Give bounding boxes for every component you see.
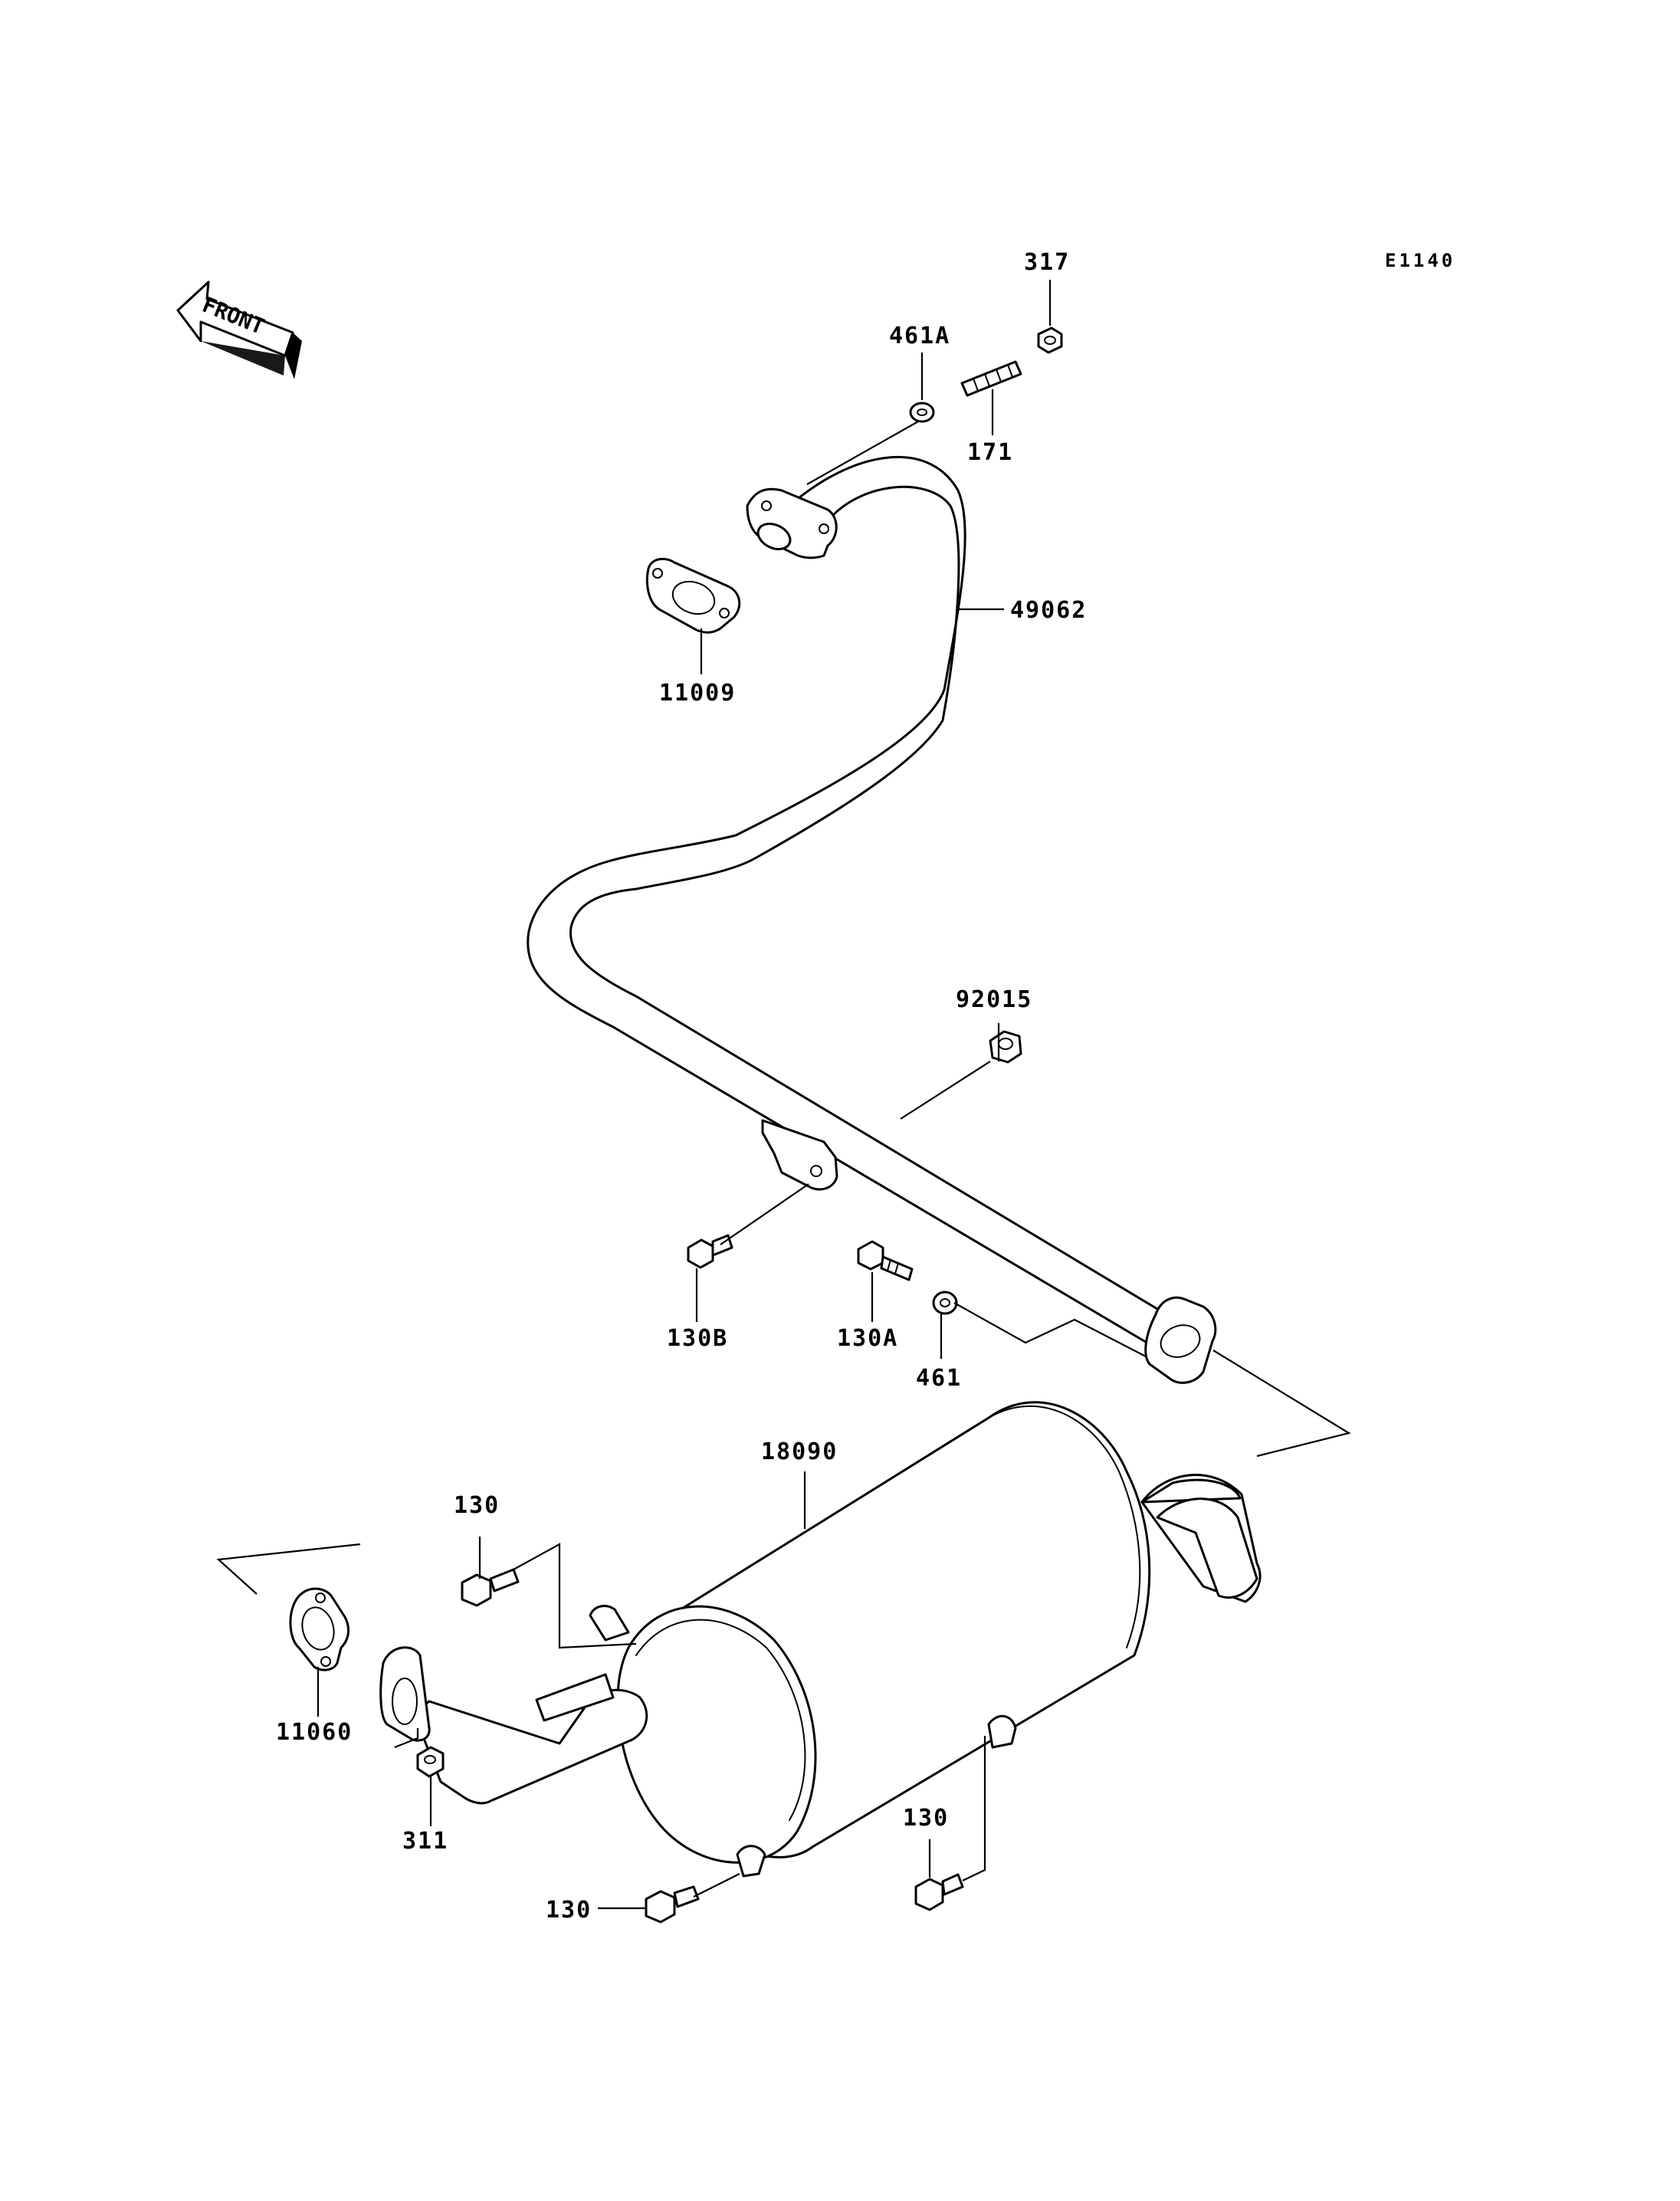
label-11009: 11009: [659, 680, 736, 707]
callout-labels: 317 461A 171 49062 11009 92015 130B 130A…: [276, 249, 1087, 1924]
washer-461a: [909, 402, 935, 423]
reference-code: E1140: [1385, 250, 1455, 271]
label-130b: 130B: [667, 1325, 728, 1352]
label-92015: 92015: [956, 986, 1032, 1013]
bolt-130-top: [461, 1568, 520, 1607]
nut-92015: [989, 1030, 1022, 1064]
front-arrow-icon: FRONT: [176, 280, 302, 379]
gasket-11009: [645, 557, 741, 634]
bolt-130-bottom: [645, 1885, 700, 1924]
muffler: [379, 1401, 1262, 1878]
label-130-bottom: 130: [546, 1897, 592, 1924]
label-130-top: 130: [454, 1492, 500, 1519]
label-317: 317: [1024, 249, 1070, 276]
bolt-130a: [857, 1240, 914, 1281]
stud-171: [960, 360, 1022, 397]
label-461a: 461A: [889, 323, 950, 349]
label-11060: 11060: [276, 1719, 353, 1746]
leader-lines: [216, 280, 1351, 1910]
washer-461: [932, 1291, 958, 1315]
label-130-right: 130: [903, 1805, 949, 1832]
label-18090: 18090: [761, 1438, 838, 1465]
label-130a: 130A: [837, 1325, 898, 1352]
nut-311: [416, 1746, 445, 1778]
nut-317: [1037, 326, 1063, 354]
exhaust-pipe: [527, 456, 1217, 1384]
gasket-11060: [289, 1587, 350, 1671]
bolt-130-right: [914, 1873, 964, 1911]
label-311: 311: [402, 1828, 448, 1855]
label-171: 171: [967, 439, 1013, 466]
label-461: 461: [916, 1365, 962, 1392]
label-49062: 49062: [1010, 597, 1087, 624]
